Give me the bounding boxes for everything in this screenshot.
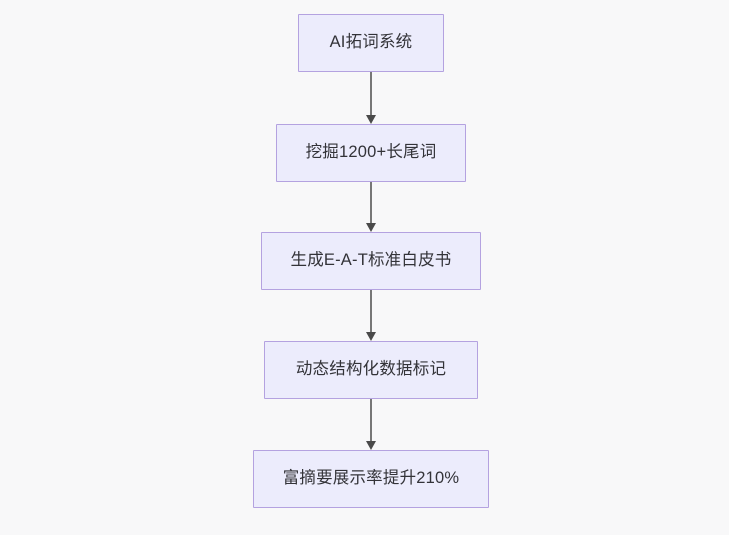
flow-node-label: 生成E-A-T标准白皮书 [290, 251, 452, 270]
flow-node-label: AI拓词系统 [329, 33, 413, 52]
flow-node-dynamic-structured-data-markup[interactable]: 动态结构化数据标记 [264, 341, 478, 399]
arrowhead-icon [365, 223, 376, 232]
flow-node-label: 动态结构化数据标记 [295, 360, 447, 379]
connector-line [369, 182, 373, 224]
arrowhead-icon [365, 441, 376, 450]
arrowhead-icon [365, 332, 376, 341]
flow-node-generate-eat-whitepaper[interactable]: 生成E-A-T标准白皮书 [261, 232, 481, 290]
flow-node-ai-keyword-system[interactable]: AI拓词系统 [298, 14, 444, 72]
connector-line [369, 72, 373, 116]
connector-line [369, 290, 373, 333]
flow-node-rich-snippet-impression-lift[interactable]: 富摘要展示率提升210% [253, 450, 489, 508]
connector-line [369, 399, 373, 442]
arrowhead-icon [365, 115, 376, 124]
flow-node-label: 富摘要展示率提升210% [282, 469, 460, 488]
flow-node-label: 挖掘1200+长尾词 [305, 143, 437, 162]
flow-node-mine-longtail-keywords[interactable]: 挖掘1200+长尾词 [276, 124, 466, 182]
